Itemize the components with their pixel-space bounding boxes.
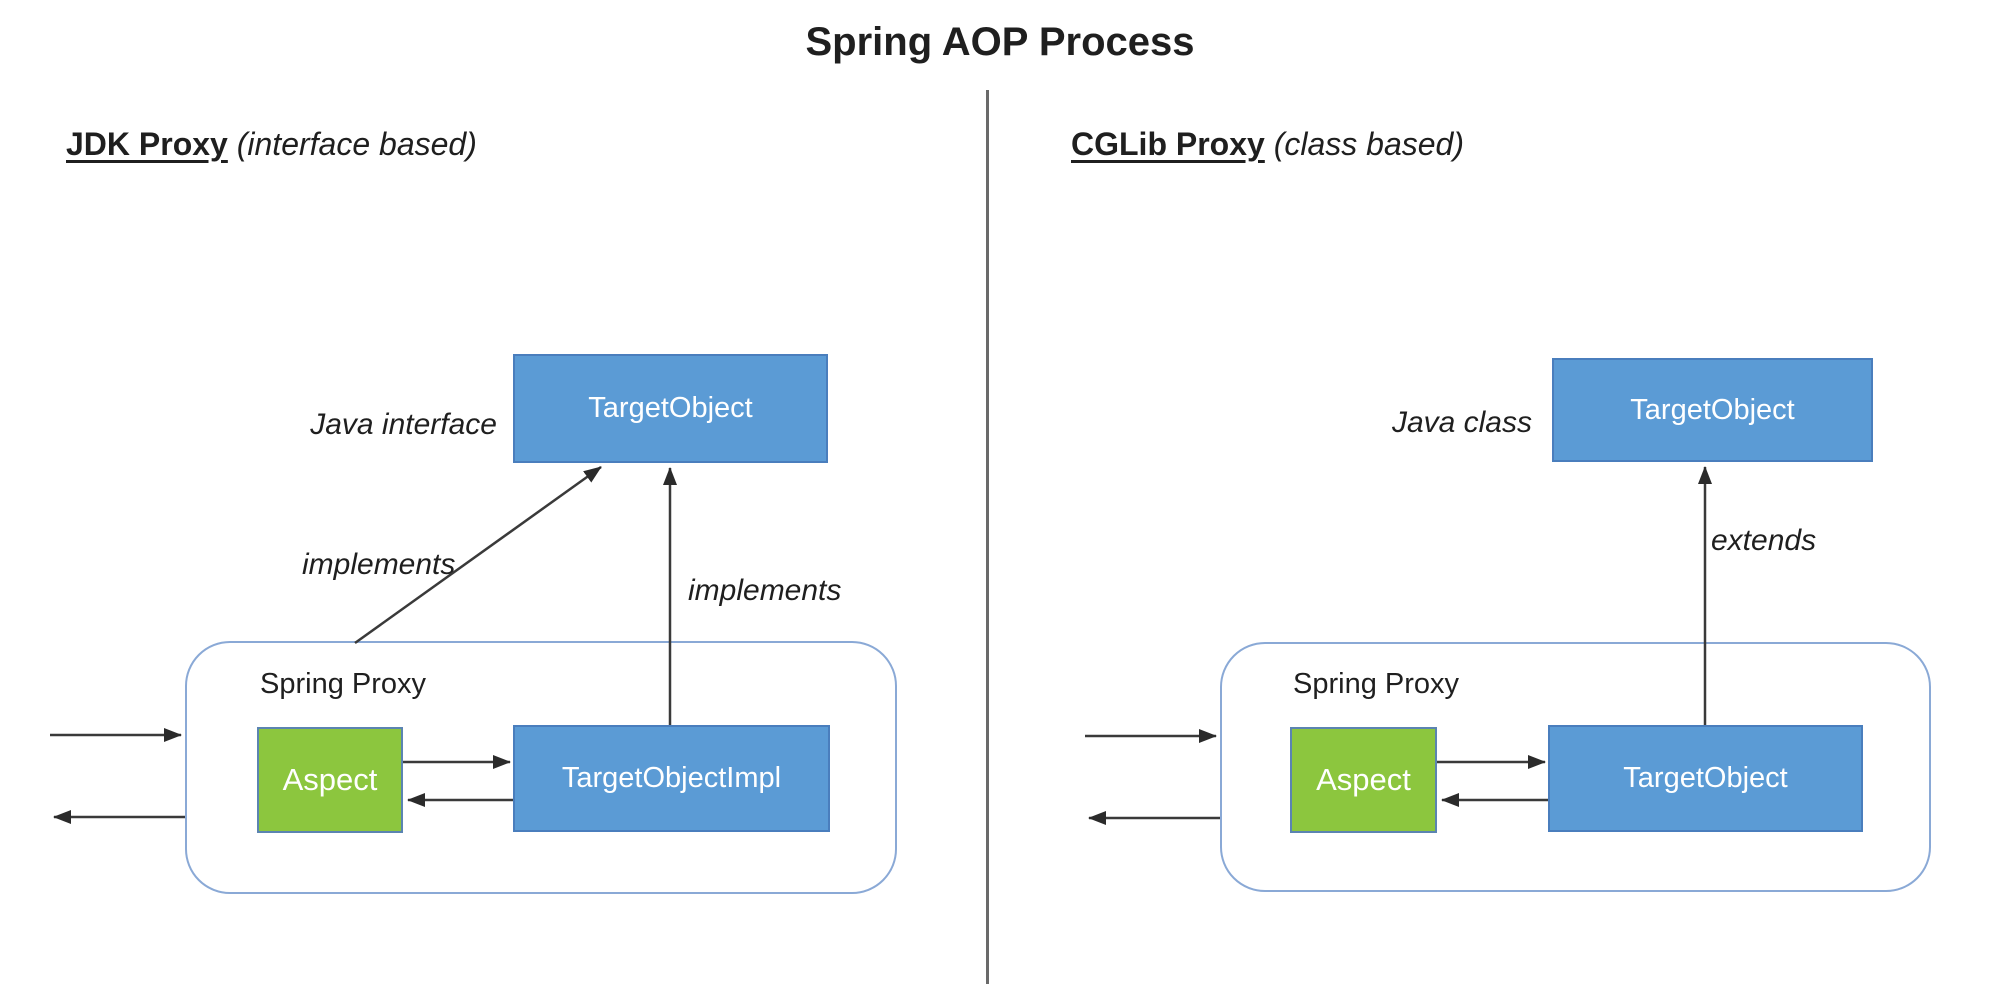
cglib-target-object-box: TargetObject bbox=[1552, 358, 1873, 462]
jdk-proxy-heading-sub: (interface based) bbox=[227, 126, 477, 162]
cglib-inner-target-object-box: TargetObject bbox=[1548, 725, 1863, 832]
cglib-target-object-box-label: TargetObject bbox=[1630, 393, 1795, 426]
cglib-proxy-heading: CGLib Proxy (class based) bbox=[1071, 126, 1464, 163]
jdk-target-object-box-label: TargetObject bbox=[588, 392, 753, 424]
jdk-aspect-box: Aspect bbox=[257, 727, 403, 833]
jdk-spring-proxy-label: Spring Proxy bbox=[260, 668, 427, 700]
jdk-proxy-heading-main: JDK Proxy bbox=[66, 126, 228, 162]
java-class-label: Java class bbox=[1391, 406, 1532, 439]
jdk-proxy-heading: JDK Proxy (interface based) bbox=[66, 126, 477, 163]
cglib-inner-target-object-box-label: TargetObject bbox=[1623, 762, 1788, 794]
cglib-aspect-box: Aspect bbox=[1290, 727, 1437, 833]
java-interface-label: Java interface bbox=[310, 408, 497, 441]
jdk-target-object-impl-box-label: TargetObjectImpl bbox=[561, 762, 782, 794]
cglib-spring-proxy-label: Spring Proxy bbox=[1293, 668, 1460, 700]
implements-label-vertical: implements bbox=[688, 574, 842, 607]
jdk-target-object-impl-box: TargetObjectImpl bbox=[513, 725, 830, 832]
cglib-proxy-heading-main: CGLib Proxy bbox=[1071, 126, 1265, 162]
page-title: Spring AOP Process bbox=[805, 20, 1195, 64]
extends-label: extends bbox=[1711, 524, 1817, 557]
implements-label-diagonal: implements bbox=[302, 548, 456, 581]
cglib-aspect-box-label: Aspect bbox=[1316, 762, 1411, 797]
center-divider-line bbox=[986, 90, 989, 984]
jdk-target-object-box: TargetObject bbox=[513, 354, 828, 463]
jdk-aspect-box-label: Aspect bbox=[282, 762, 378, 797]
cglib-proxy-heading-sub: (class based) bbox=[1264, 126, 1464, 162]
